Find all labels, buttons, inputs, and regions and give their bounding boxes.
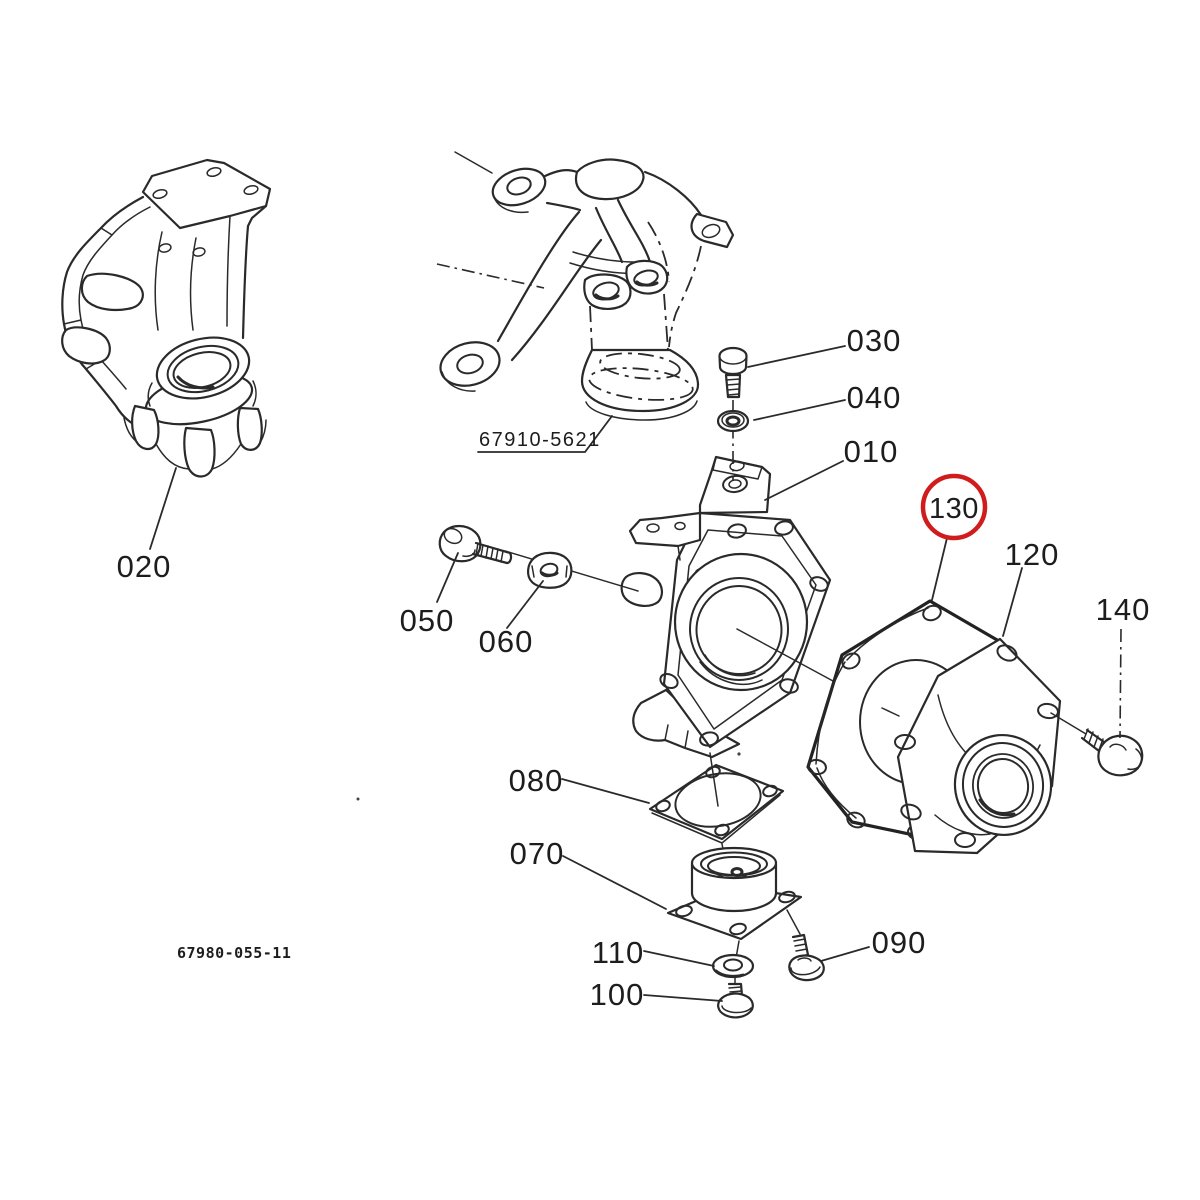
highlight-circle-130 bbox=[920, 473, 988, 541]
part-070-drawing bbox=[666, 846, 803, 941]
callout-040: 040 bbox=[847, 380, 902, 415]
connector-120-140 bbox=[1050, 712, 1087, 735]
leader-080 bbox=[561, 778, 650, 804]
callout-030: 030 bbox=[847, 323, 902, 358]
part-030-drawing bbox=[718, 346, 748, 399]
leader-bore-seal-continued bbox=[881, 707, 900, 717]
callout-140: 140 bbox=[1096, 592, 1151, 627]
assembly-67910-5621-drawing bbox=[436, 151, 735, 421]
callout-010: 010 bbox=[844, 434, 899, 469]
part-050-drawing bbox=[438, 524, 513, 565]
part-140-drawing bbox=[1080, 728, 1144, 777]
part-120-drawing bbox=[894, 637, 1062, 855]
connector-070-090 bbox=[786, 909, 801, 935]
leader-130 bbox=[931, 537, 948, 601]
callout-050: 050 bbox=[400, 603, 455, 638]
leader-090 bbox=[820, 946, 870, 962]
leader-lines bbox=[149, 345, 1122, 1002]
leader-010 bbox=[764, 460, 844, 501]
callout-110: 110 bbox=[592, 935, 644, 970]
leader-ref-67910-5621 bbox=[477, 415, 613, 453]
callout-100: 100 bbox=[590, 977, 645, 1012]
callout-130-highlighted: 130 bbox=[929, 493, 979, 525]
part-060-drawing bbox=[527, 551, 573, 589]
callout-120: 120 bbox=[1005, 537, 1060, 572]
leader-110 bbox=[643, 950, 715, 967]
leader-070 bbox=[562, 855, 667, 910]
callout-060: 060 bbox=[479, 624, 534, 659]
part-090-drawing bbox=[788, 933, 825, 982]
leader-120 bbox=[1002, 567, 1023, 637]
drawing-number: 67980-055-11 bbox=[177, 944, 291, 962]
leader-020 bbox=[149, 467, 177, 550]
part-020-drawing bbox=[61, 158, 272, 478]
callout-070: 070 bbox=[510, 836, 565, 871]
part-040-drawing bbox=[716, 409, 750, 433]
leader-100 bbox=[643, 994, 723, 1002]
leader-050 bbox=[436, 552, 459, 603]
leader-060 bbox=[506, 580, 544, 629]
part-080-drawing bbox=[648, 763, 785, 844]
part-010-drawing bbox=[620, 455, 832, 759]
leader-140 bbox=[1119, 628, 1122, 739]
assembly-ref-label: 67910-5621 bbox=[479, 429, 601, 451]
part-100-drawing bbox=[717, 982, 754, 1019]
callout-090: 090 bbox=[872, 925, 927, 960]
leader-030 bbox=[747, 345, 846, 368]
leader-040 bbox=[753, 399, 846, 421]
part-110-drawing bbox=[711, 953, 755, 979]
print-speck bbox=[356, 797, 360, 801]
callout-080: 080 bbox=[509, 763, 564, 798]
print-speck bbox=[737, 752, 741, 756]
leader-bore-seal bbox=[736, 628, 834, 682]
callout-labels: 020 030 040 010 050 060 070 080 090 100 … bbox=[117, 323, 1151, 1012]
callout-020: 020 bbox=[117, 549, 172, 584]
